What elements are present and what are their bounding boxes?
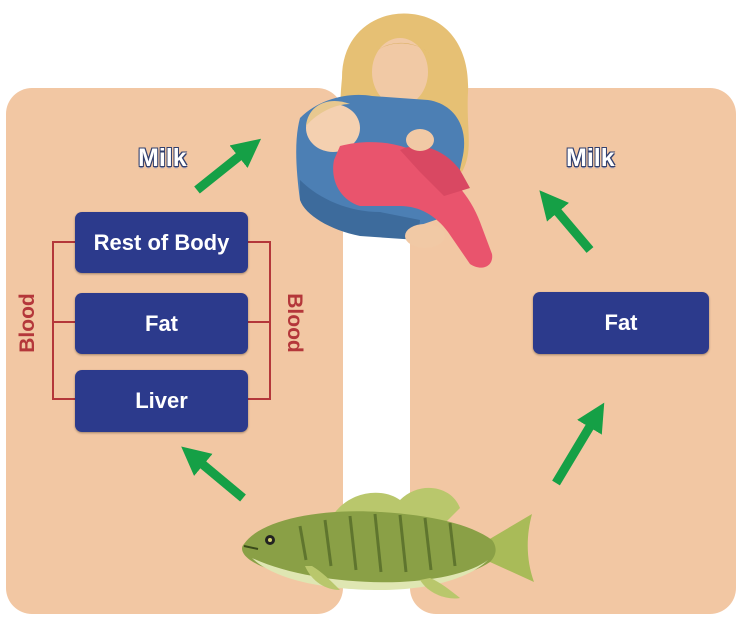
fish-illustration xyxy=(0,0,740,619)
